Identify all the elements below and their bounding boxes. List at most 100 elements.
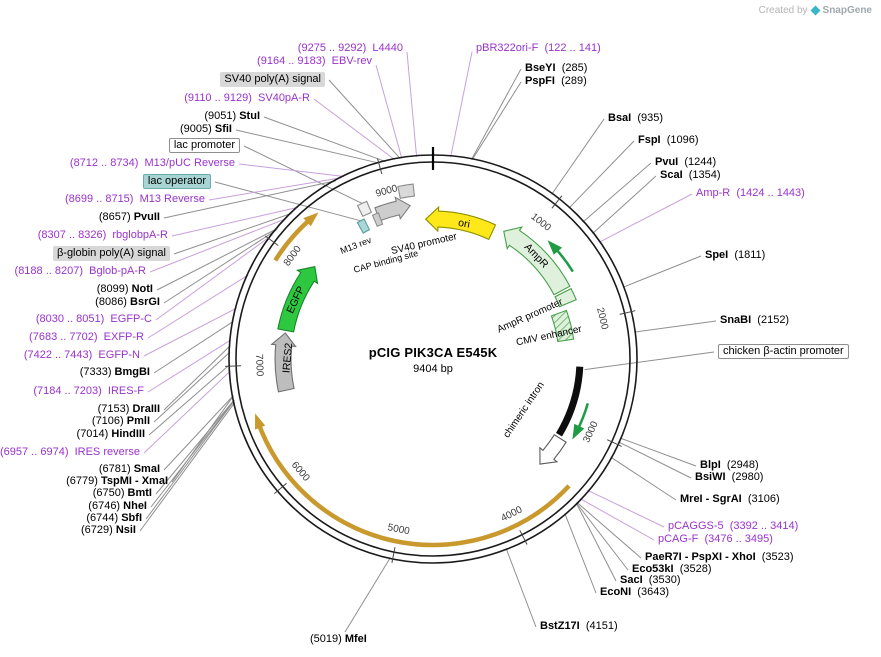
- feature-label-ori[interactable]: ori: [457, 217, 471, 231]
- label-draiii[interactable]: (7153) DraIII: [98, 402, 160, 417]
- feature-chicken-beta-actin-promoter[interactable]: [555, 366, 584, 437]
- label-egfp-c[interactable]: (8030 .. 8051) EGFP-C: [36, 312, 152, 327]
- label-bglob-pa-r[interactable]: (8188 .. 8207) Bglob-pA-R: [15, 264, 146, 279]
- label-sbfi[interactable]: (6744) SbfI: [86, 511, 142, 526]
- feature-ampr[interactable]: [503, 226, 571, 296]
- label-amp-r[interactable]: Amp-R (1424 .. 1443): [696, 186, 805, 201]
- label-text: StuI: [239, 110, 260, 122]
- label-bsai[interactable]: BsaI (935): [608, 111, 663, 126]
- feature-chimeric-intron[interactable]: [539, 434, 567, 465]
- leader-line-exfp-r: [147, 274, 249, 339]
- label-nsii[interactable]: (6729) NsiI: [81, 523, 136, 538]
- label-text: BsrGI: [130, 296, 160, 308]
- label-m13-reverse[interactable]: (8699 .. 8715) M13 Reverse: [65, 192, 205, 207]
- plasmid-size: 9404 bp: [413, 363, 453, 375]
- label-l4440[interactable]: (9275 .. 9292) L4440: [298, 41, 403, 56]
- feature-cmv-enhancer[interactable]: [550, 309, 575, 343]
- label-saci[interactable]: SacI (3530): [620, 573, 681, 588]
- feature-ires2[interactable]: [270, 332, 297, 393]
- label-rbglobpa-r[interactable]: (8307 .. 8326) rbglobpA-R: [38, 228, 168, 243]
- label-bsiwi[interactable]: BsiWI (2980): [695, 470, 763, 485]
- label-egfp-n[interactable]: (7422 .. 7443) EGFP-N: [24, 348, 140, 363]
- label-bseyi[interactable]: BseYI (285): [525, 61, 587, 76]
- label-nhei[interactable]: (6746) NheI: [88, 499, 147, 514]
- label-hindiii[interactable]: (7014) HindIII: [77, 427, 145, 442]
- label-text: BsiWI: [695, 471, 726, 483]
- label-text: (9275 .. 9292) L4440: [297, 42, 403, 54]
- label-pspfi[interactable]: PspFI (289): [525, 74, 587, 89]
- label-snabi[interactable]: SnaBI (2152): [720, 313, 789, 328]
- label-bmti[interactable]: (6750) BmtI: [93, 486, 152, 501]
- leader-line-bsiwi: [618, 441, 692, 479]
- label-ires-f[interactable]: (7184 .. 7203) IRES-F: [33, 384, 144, 399]
- leader-line-lac-operator: [214, 181, 361, 222]
- label-pcag-f[interactable]: pCAG-F (3476 .. 3495): [658, 532, 773, 547]
- feature-egfp[interactable]: [277, 266, 319, 333]
- leader-line-ires-f: [147, 339, 232, 393]
- position-tick-label: 2000: [594, 307, 610, 332]
- label-sfii[interactable]: (9005) SfiI: [180, 122, 232, 137]
- label-pvui[interactable]: PvuI (1244): [655, 155, 716, 170]
- label-spei[interactable]: SpeI (1811): [705, 248, 765, 263]
- label-ebv-rev[interactable]: (9164 .. 9183) EBV-rev: [257, 54, 372, 69]
- label-text: (6750): [92, 487, 128, 499]
- label-tspmi-xmai[interactable]: (6779) TspMI - XmaI: [66, 474, 168, 489]
- label-mrei-sgrai[interactable]: MreI - SgrAI (3106): [680, 492, 780, 507]
- label-text: pBR322ori-F (122 .. 141): [476, 42, 601, 54]
- feature-sv40-promoter[interactable]: [374, 196, 411, 222]
- position-tick: [377, 158, 383, 175]
- feature-label-ires2[interactable]: IRES2: [280, 342, 295, 373]
- label-pvuii[interactable]: (8657) PvuII: [99, 210, 160, 225]
- label-m13-puc-reverse[interactable]: (8712 .. 8734) M13/pUC Reverse: [70, 156, 235, 171]
- label-pmli[interactable]: (7106) PmlI: [92, 414, 150, 429]
- label-lac-operator[interactable]: lac operator: [142, 174, 211, 189]
- label-stui[interactable]: (9051) StuI: [204, 109, 260, 124]
- label-text: (7683 .. 7702) EXFP-R: [29, 331, 144, 343]
- label-bmgbi[interactable]: (7333) BmgBI: [80, 365, 150, 380]
- feature-orf-pik3ca[interactable]: [255, 420, 571, 548]
- feature-orf-pik3ca-arrowhead: [255, 413, 266, 430]
- label-fspi[interactable]: FspI (1096): [638, 133, 699, 148]
- label-sv40-polya-signal[interactable]: SV40 poly(A) signal: [220, 72, 325, 87]
- label-exfp-r[interactable]: (7683 .. 7702) EXFP-R: [29, 330, 144, 345]
- label-scai[interactable]: ScaI (1354): [660, 168, 721, 183]
- feature-cap-binding-site[interactable]: [371, 212, 384, 228]
- label-chicken-beta-actin-promoter[interactable]: chicken β-actin promoter: [718, 344, 849, 359]
- feature-lac-operator[interactable]: [356, 218, 371, 234]
- label-paer7i-pspxi-xhoi[interactable]: PaeR7I - PspXI - XhoI (3523): [645, 550, 794, 565]
- label-econi[interactable]: EcoNI (3643): [600, 585, 669, 600]
- position-tick: [391, 547, 396, 563]
- label-lac-promoter[interactable]: lac promoter: [168, 138, 240, 153]
- label-bsrgi[interactable]: (8086) BsrGI: [95, 295, 160, 310]
- label-text: Eco53kI: [632, 563, 674, 575]
- label-smai[interactable]: (6781) SmaI: [99, 462, 160, 477]
- feature-lac-promoter[interactable]: [356, 200, 373, 218]
- label-noti[interactable]: (8099) NotI: [97, 282, 153, 297]
- label-text: (7333): [79, 366, 115, 378]
- leader-line-rbglobpa-r: [171, 206, 299, 237]
- feature-ampr-promoter[interactable]: [554, 287, 577, 308]
- feature-sv40-polya-signal[interactable]: [397, 183, 416, 199]
- label-text: BseYI: [525, 62, 556, 74]
- label-text: (1354): [682, 169, 721, 181]
- leader-line-pcag-f: [580, 498, 655, 541]
- label-eco53ki[interactable]: Eco53kI (3528): [632, 562, 712, 577]
- label-pcaggs-5[interactable]: pCAGGS-5 (3392 .. 3414): [668, 519, 798, 534]
- label-text: Amp-R (1424 .. 1443): [696, 187, 805, 199]
- feature-ori[interactable]: [424, 205, 497, 241]
- label-text: (6779): [66, 475, 101, 487]
- label-bglob-polya-signal[interactable]: β-globin poly(A) signal: [52, 246, 170, 261]
- label-pbr322ori-f[interactable]: pBR322ori-F (122 .. 141): [476, 41, 601, 56]
- leader-line-egfp-c: [155, 234, 273, 321]
- label-text: (3523): [755, 551, 794, 563]
- watermark: Created by SnapGene: [759, 5, 872, 16]
- label-blpi[interactable]: BlpI (2948): [700, 458, 759, 473]
- label-text: (7184 .. 7203) IRES-F: [33, 385, 144, 397]
- position-tick-label: 5000: [387, 522, 411, 537]
- label-ires-reverse[interactable]: (6957 .. 6974) IRES reverse: [0, 445, 140, 460]
- label-bstz17i[interactable]: BstZ17I (4151): [540, 619, 618, 634]
- label-sv40pa-r[interactable]: (9110 .. 9129) SV40pA-R: [184, 91, 310, 106]
- leader-line-chicken-beta-actin-promoter: [584, 351, 715, 371]
- label-mfei[interactable]: (5019) MfeI: [310, 632, 367, 647]
